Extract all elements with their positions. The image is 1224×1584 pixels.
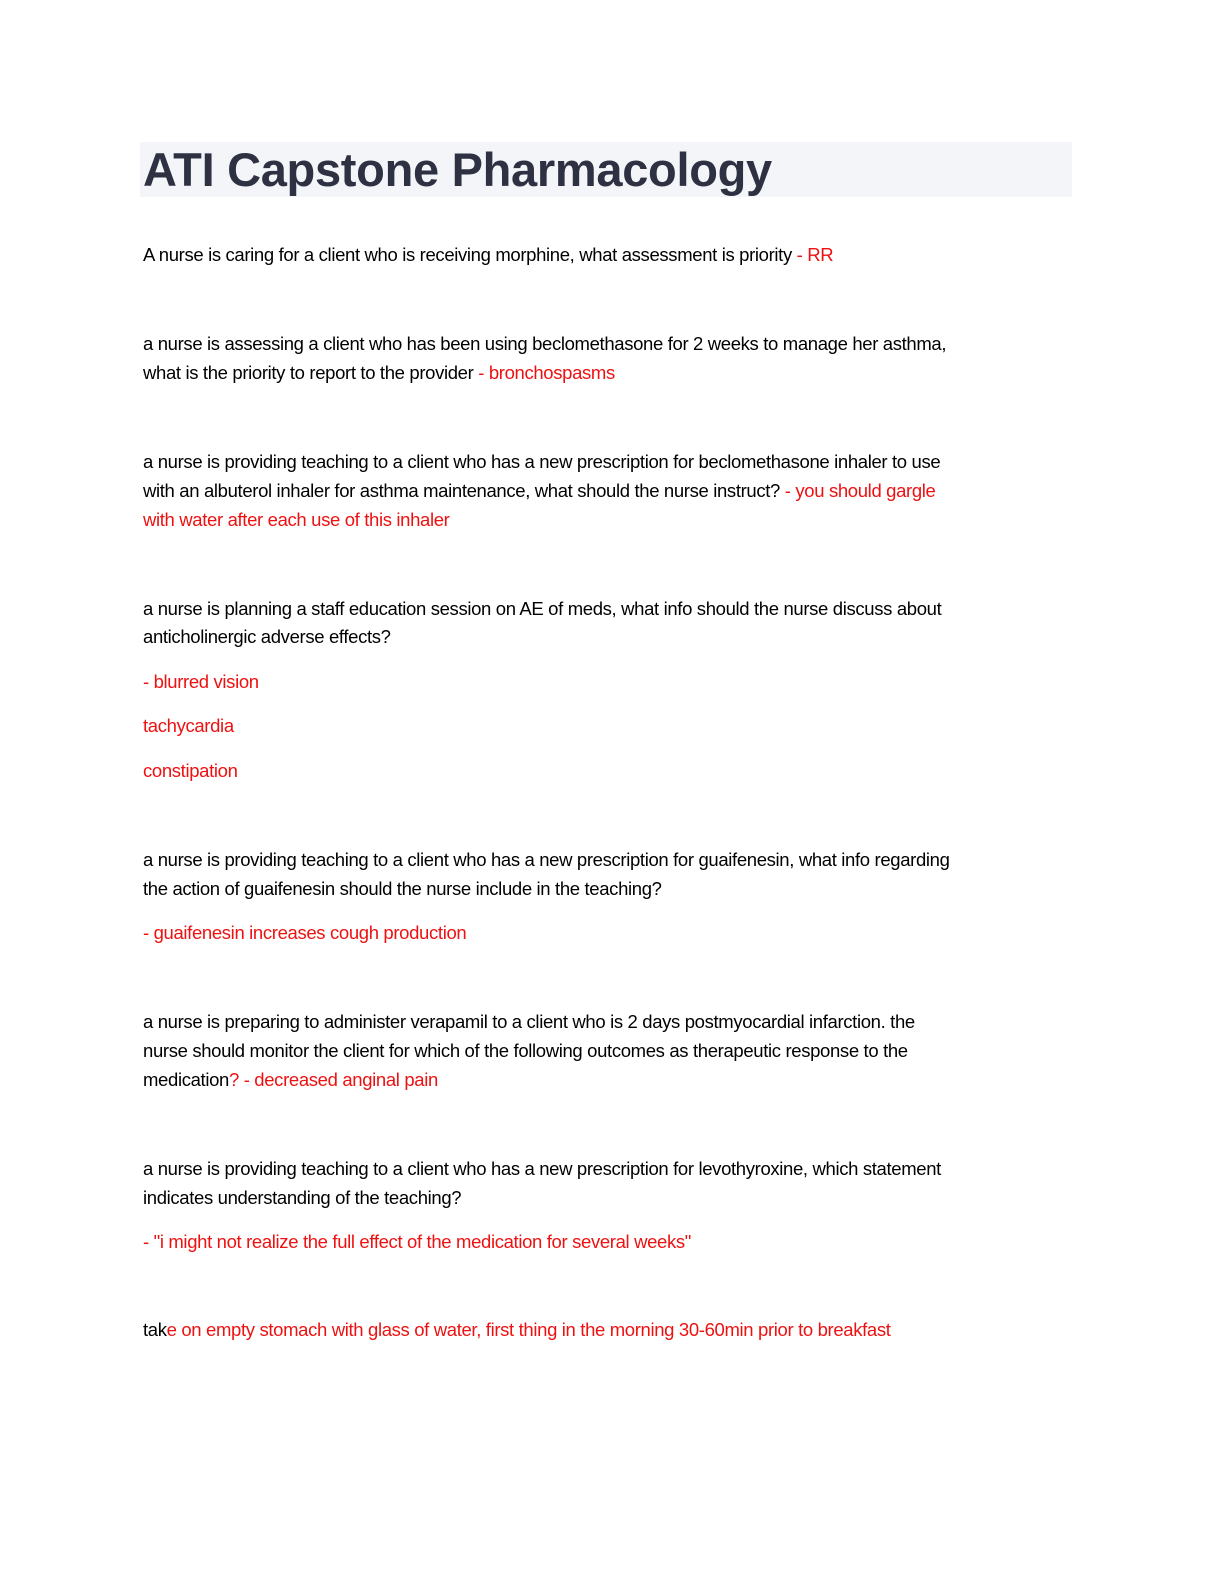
question-line: a nurse is planning a staff education se…: [143, 597, 942, 621]
question-line: nurse should monitor the client for whic…: [143, 1039, 908, 1063]
question-text: a nurse is providing teaching to a clien…: [143, 451, 941, 472]
question-text: what is the priority to report to the pr…: [143, 362, 479, 383]
question-text: medication: [143, 1069, 229, 1090]
question-line: A nurse is caring for a client who is re…: [143, 243, 834, 267]
question-text: a nurse is preparing to administer verap…: [143, 1011, 915, 1032]
answer-text: - "i might not realize the full effect o…: [143, 1231, 691, 1252]
answer-line: - guaifenesin increases cough production: [143, 921, 467, 945]
question-line: a nurse is providing teaching to a clien…: [143, 848, 950, 872]
question-text: indicates understanding of the teaching?: [143, 1187, 462, 1208]
question-text: a nurse is planning a staff education se…: [143, 598, 942, 619]
answer-text: constipation: [143, 760, 238, 781]
answer-text: e on empty stomach with glass of water, …: [166, 1319, 891, 1340]
note-line: take on empty stomach with glass of wate…: [143, 1318, 891, 1342]
question-line: a nurse is preparing to administer verap…: [143, 1010, 915, 1034]
question-line: a nurse is providing teaching to a clien…: [143, 450, 941, 474]
question-text: anticholinergic adverse effects?: [143, 626, 391, 647]
question-text: a nurse is providing teaching to a clien…: [143, 1158, 941, 1179]
question-line: anticholinergic adverse effects?: [143, 625, 391, 649]
answer-line: with water after each use of this inhale…: [143, 508, 450, 532]
answer-text: - RR: [796, 244, 834, 265]
question-line: a nurse is providing teaching to a clien…: [143, 1157, 941, 1181]
answer-text: - bronchospasms: [478, 362, 615, 383]
title-background: [140, 142, 1072, 197]
question-line: medication? - decreased anginal pain: [143, 1068, 438, 1092]
question-line: the action of guaifenesin should the nur…: [143, 877, 662, 901]
question-line: with an albuterol inhaler for asthma mai…: [143, 479, 936, 503]
answer-text: - guaifenesin increases cough production: [143, 922, 467, 943]
question-line: what is the priority to report to the pr…: [143, 361, 615, 385]
answer-line: - "i might not realize the full effect o…: [143, 1230, 691, 1254]
answer-text: - blurred vision: [143, 671, 259, 692]
question-text: nurse should monitor the client for whic…: [143, 1040, 908, 1061]
answer-text: with water after each use of this inhale…: [143, 509, 450, 530]
question-line: indicates understanding of the teaching?: [143, 1186, 462, 1210]
document-title: ATI Capstone Pharmacology: [143, 143, 772, 196]
answer-line: constipation: [143, 759, 238, 783]
note-text: tak: [143, 1319, 167, 1340]
question-text: A nurse is caring for a client who is re…: [143, 244, 797, 265]
question-line: a nurse is assessing a client who has be…: [143, 332, 947, 356]
question-text: a nurse is assessing a client who has be…: [143, 333, 947, 354]
answer-line: - blurred vision: [143, 670, 259, 694]
answer-line: tachycardia: [143, 714, 234, 738]
answer-text: - you should gargle: [784, 480, 936, 501]
question-text: with an albuterol inhaler for asthma mai…: [143, 480, 785, 501]
question-text: a nurse is providing teaching to a clien…: [143, 849, 950, 870]
answer-text: tachycardia: [143, 715, 234, 736]
question-text: the action of guaifenesin should the nur…: [143, 878, 662, 899]
answer-text: ? - decreased anginal pain: [228, 1069, 438, 1090]
